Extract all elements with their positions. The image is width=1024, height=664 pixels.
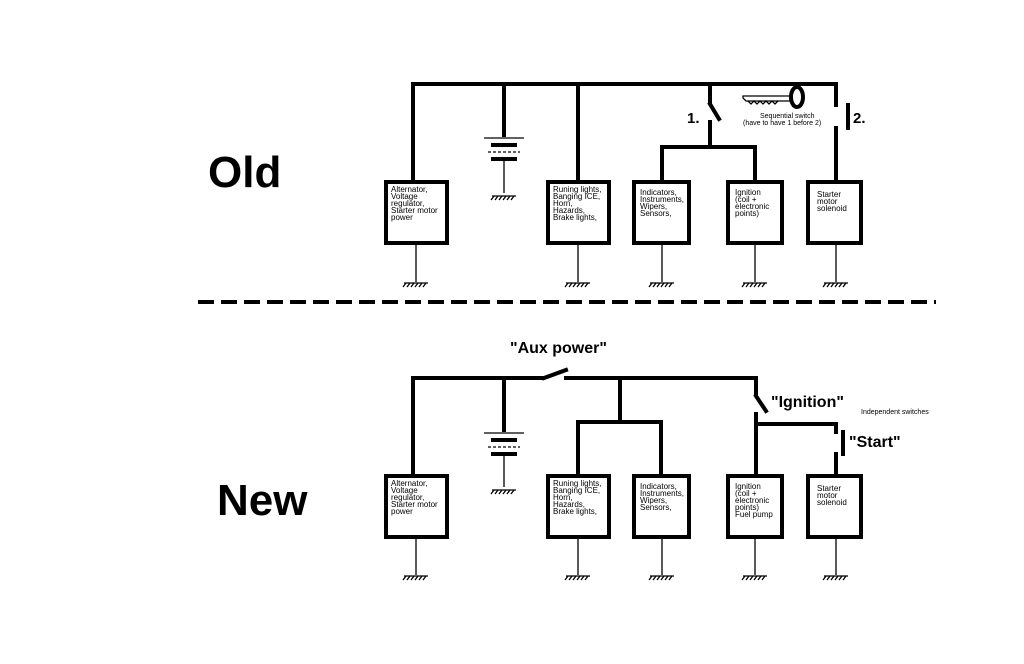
- old-box-lights-line: Brake lights,: [553, 213, 597, 222]
- new-box-starter-line: motor: [817, 491, 838, 500]
- ground-icon: [564, 538, 590, 581]
- ground-icon: [741, 538, 767, 581]
- old-box-lights-line: Horn,: [553, 199, 573, 208]
- old-box-starter: Starter motor solenoid: [806, 180, 863, 245]
- battery-icon: [484, 432, 524, 487]
- new-box-indicators: Indicators, Instruments, Wipers, Sensors…: [632, 474, 691, 539]
- svg-text:Starter motor sole: Starter motor solenoid: [817, 190, 847, 213]
- svg-text:Ignition (coil + e: Ignition (coil + electronic points) Fuel…: [735, 482, 773, 519]
- old-box-indicators-line: Instruments,: [640, 195, 684, 204]
- svg-text:Ignition (coil + e: Ignition (coil + electronic points): [735, 188, 771, 218]
- new-box-lights-line: Horn,: [553, 493, 573, 502]
- new-box-lights-line: Brake lights,: [553, 507, 597, 516]
- old-box-alternator-line: Alternator,: [391, 185, 427, 194]
- new-aux-label: "Aux power": [510, 340, 607, 357]
- old-box-alternator-line: Voltage: [391, 192, 418, 201]
- old-box-lights-line: Banging ICE,: [553, 192, 600, 201]
- svg-text:Starter motor sole: Starter motor solenoid: [817, 484, 847, 507]
- new-box-ignition-line: Fuel pump: [735, 510, 773, 519]
- old-box-indicators-line: Wipers,: [640, 202, 667, 211]
- new-box-lights-line: Hazards,: [553, 500, 585, 509]
- ground-icon: [648, 538, 674, 581]
- ground-icon: [822, 538, 848, 581]
- key-icon: [742, 85, 805, 109]
- ground-icon: [490, 489, 516, 495]
- old-box-alternator-line: power: [391, 213, 413, 222]
- svg-text:Alternator, Voltage: Alternator, Voltage regulator, Starter m…: [391, 185, 440, 222]
- old-box-ignition: Ignition (coil + electronic points): [726, 180, 784, 245]
- new-box-lights: Runing lights, Banging ICE, Horn, Hazard…: [546, 474, 611, 539]
- svg-text:Alternator, Voltage: Alternator, Voltage regulator, Starter m…: [391, 479, 440, 516]
- old-box-starter-line: Starter: [817, 190, 841, 199]
- new-box-starter-line: Starter: [817, 484, 841, 493]
- ground-icon: [402, 538, 428, 581]
- new-bus-left: [411, 376, 545, 478]
- ground-icon: [822, 244, 848, 288]
- ground-icon: [741, 244, 767, 288]
- new-heading: New: [217, 476, 308, 525]
- new-box-indicators-line: Indicators,: [640, 482, 677, 491]
- new-lights-branch: [576, 420, 663, 478]
- new-box-indicators-line: Instruments,: [640, 489, 684, 498]
- switch-icon: [541, 367, 569, 381]
- old-box-lights: Runing lights, Banging ICE, Horn, Hazard…: [546, 180, 611, 245]
- new-independent-note: Independent switches: [861, 409, 929, 416]
- old-box-alternator: Alternator, Voltage regulator, Starter m…: [384, 180, 449, 245]
- new-box-ignition-line: Ignition: [735, 482, 761, 491]
- new-start-label: "Start": [849, 434, 901, 451]
- old-box-ignition-line: electronic: [735, 202, 769, 211]
- old-box-alternator-line: regulator,: [391, 199, 424, 208]
- svg-text:Runing lights, Banging I: Runing lights, Banging ICE, Horn, Hazard…: [553, 479, 604, 516]
- old-switch-1-label: 1.: [687, 110, 700, 127]
- old-box-ignition-line: (coil +: [735, 195, 757, 204]
- old-box-ignition-line: Ignition: [735, 188, 761, 197]
- battery-icon: [484, 137, 524, 193]
- new-box-indicators-line: Sensors,: [640, 503, 672, 512]
- old-box-alternator-line: Starter motor: [391, 206, 438, 215]
- old-box-indicators-line: Sensors,: [640, 209, 672, 218]
- old-box-starter-line: solenoid: [817, 204, 847, 213]
- new-box-ignition-line: electronic: [735, 496, 769, 505]
- svg-text:Indicators, Instruments,: Indicators, Instruments, Wipers, Sensors…: [640, 482, 686, 512]
- new-box-lights-line: Runing lights,: [553, 479, 601, 488]
- old-switch-2-label: 2.: [853, 110, 866, 127]
- new-box-starter: Starter motor solenoid: [806, 474, 863, 539]
- old-box-lights-line: Runing lights,: [553, 185, 601, 194]
- new-box-alternator-line: Alternator,: [391, 479, 427, 488]
- ground-icon: [490, 195, 516, 201]
- new-box-ignition-line: (coil +: [735, 489, 757, 498]
- old-key-note-2: (have to have 1 before 2): [743, 120, 821, 127]
- old-heading: Old: [208, 148, 281, 197]
- old-box-lights-line: Hazards,: [553, 206, 585, 215]
- old-box-ignition-line: points): [735, 209, 759, 218]
- new-bus-right: [564, 376, 758, 395]
- new-box-ignition: Ignition (coil + electronic points) Fuel…: [726, 474, 784, 539]
- new-box-alternator-line: regulator,: [391, 493, 424, 502]
- new-box-alternator-line: power: [391, 507, 413, 516]
- new-box-indicators-line: Wipers,: [640, 496, 667, 505]
- ground-icon: [648, 244, 674, 288]
- new-ignition-label: "Ignition": [771, 394, 844, 411]
- switch-icon: [707, 101, 722, 122]
- new-start-feed: [754, 422, 838, 434]
- ground-icon: [564, 244, 590, 288]
- old-box-starter-line: motor: [817, 197, 838, 206]
- switch-icon: [753, 393, 769, 414]
- new-box-lights-line: Banging ICE,: [553, 486, 600, 495]
- new-box-alternator-line: Starter motor: [391, 500, 438, 509]
- new-box-starter-line: solenoid: [817, 498, 847, 507]
- new-box-alternator-line: Voltage: [391, 486, 418, 495]
- new-box-alternator: Alternator, Voltage regulator, Starter m…: [384, 474, 449, 539]
- old-key-note-1: Sequential switch: [760, 113, 815, 120]
- svg-text:Runing lights, Banging I: Runing lights, Banging ICE, Horn, Hazard…: [553, 185, 604, 222]
- ground-icon: [402, 244, 428, 288]
- new-box-ignition-line: points): [735, 503, 759, 512]
- old-switch1-branch: [660, 145, 757, 184]
- svg-text:Indicators, Instruments,: Indicators, Instruments, Wipers, Sensors…: [640, 188, 686, 218]
- old-box-indicators-line: Indicators,: [640, 188, 677, 197]
- old-box-indicators: Indicators, Instruments, Wipers, Sensors…: [632, 180, 691, 245]
- old-bus-wire: [411, 82, 838, 184]
